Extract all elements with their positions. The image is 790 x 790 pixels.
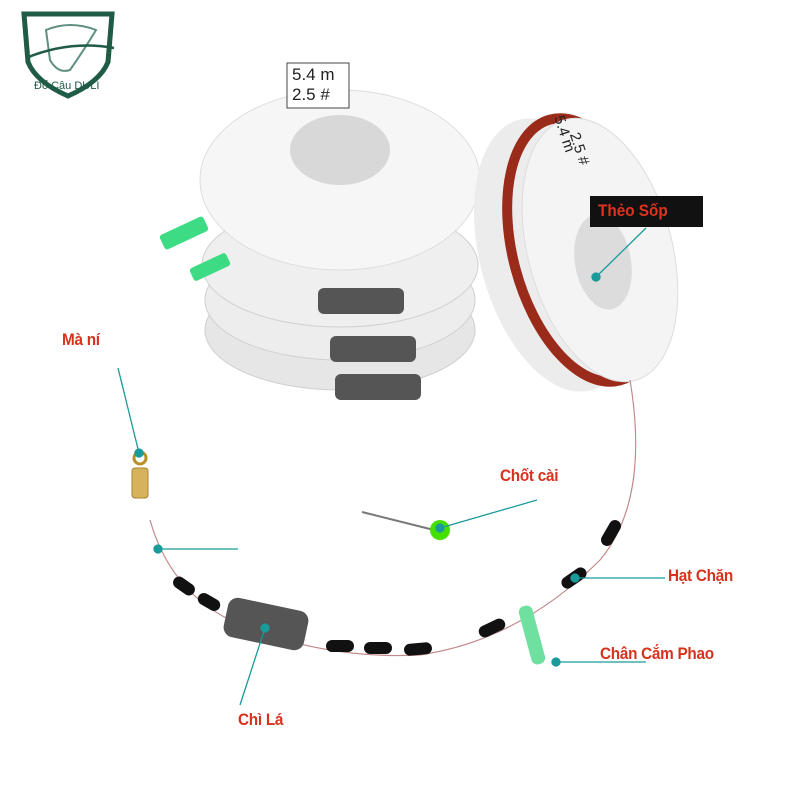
spool-length-label: 5.4 m [292,65,335,84]
label-hat-chan: Hạt Chặn [668,566,733,585]
label-chan-cam-phao: Chân Cắm Phao [600,644,714,663]
fishing-line [149,379,637,657]
leader-lines [117,227,665,706]
label-theo-sop: Thẻo Sốp [590,196,703,227]
label-ma-ni: Mà ní [62,330,100,349]
spool-size-label: 2.5 # [292,85,330,104]
fish-shield-logo [21,11,115,99]
label-chi-la: Chì Lá [238,710,284,729]
stacked-spools [159,62,481,400]
swivel [131,450,149,499]
label-chot-cai: Chốt cài [500,466,559,485]
float-stem [518,605,546,665]
pin [361,511,435,531]
brand-name: Đổ Câu DULI [34,80,100,92]
label-theo-sop-text: Thẻo Sốp [598,201,668,220]
side-spool [473,113,679,392]
